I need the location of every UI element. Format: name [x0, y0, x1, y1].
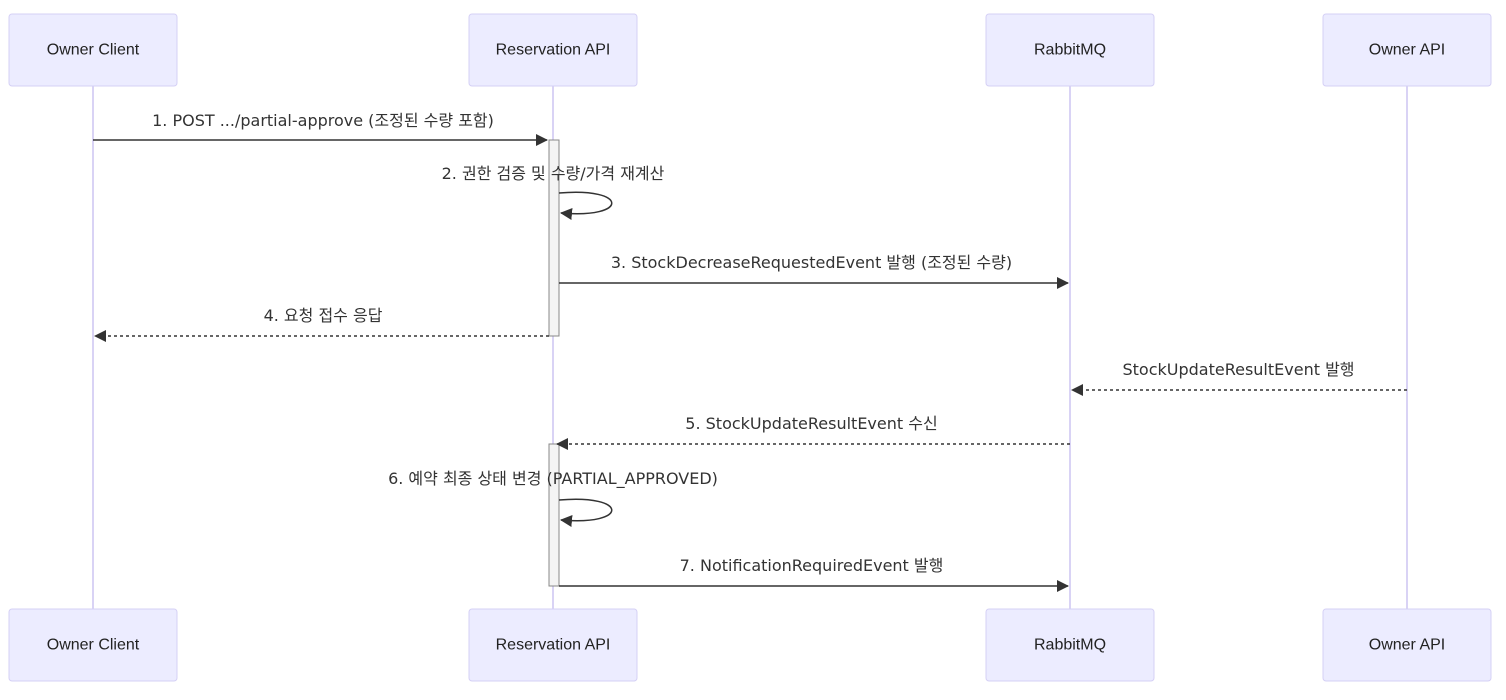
actor-label: Owner API: [1369, 42, 1445, 59]
actor-reservation-api-bottom[interactable]: Reservation API: [468, 608, 638, 682]
actor-label: Owner Client: [47, 42, 140, 59]
message-label: 7. NotificationRequiredEvent 발행: [680, 556, 944, 575]
actor-label: RabbitMQ: [1034, 637, 1106, 654]
message-1[interactable]: 1. POST .../partial-approve (조정된 수량 포함): [93, 111, 548, 146]
actor-box: [468, 608, 638, 682]
actor-reservation-api-top[interactable]: Reservation API: [468, 13, 638, 87]
message-label: 3. StockDecreaseRequestedEvent 발행 (조정된 수…: [611, 253, 1012, 272]
activation-bar: [548, 443, 560, 587]
message-5[interactable]: StockUpdateResultEvent 발행: [1071, 360, 1407, 396]
actor-owner-api-top[interactable]: Owner API: [1322, 13, 1492, 87]
message-label: StockUpdateResultEvent 발행: [1122, 360, 1354, 379]
actor-label: RabbitMQ: [1034, 42, 1106, 59]
actor-rabbitmq-bottom[interactable]: RabbitMQ: [985, 608, 1155, 682]
message-label: 4. 요청 접수 응답: [264, 306, 383, 325]
self-message-arrow: [558, 498, 613, 527]
actor-box: [1322, 608, 1492, 682]
actor-label: Reservation API: [496, 637, 611, 654]
actor-box: [1322, 13, 1492, 87]
actor-box: [985, 608, 1155, 682]
activation-bar: [548, 139, 560, 337]
actor-label: Reservation API: [496, 42, 611, 59]
message-4[interactable]: 4. 요청 접수 응답: [94, 306, 549, 342]
actor-label: Owner Client: [47, 637, 140, 654]
message-3[interactable]: 3. StockDecreaseRequestedEvent 발행 (조정된 수…: [559, 253, 1069, 289]
actor-box: [8, 608, 178, 682]
actor-rabbitmq-top[interactable]: RabbitMQ: [985, 13, 1155, 87]
actor-owner-client-top[interactable]: Owner Client: [8, 13, 178, 87]
message-label: 2. 권한 검증 및 수량/가격 재계산: [442, 164, 665, 183]
message-7[interactable]: 6. 예약 최종 상태 변경 (PARTIAL_APPROVED): [388, 469, 718, 527]
message-8[interactable]: 7. NotificationRequiredEvent 발행: [559, 556, 1069, 592]
message-2[interactable]: 2. 권한 검증 및 수량/가격 재계산: [442, 164, 665, 220]
message-label: 6. 예약 최종 상태 변경 (PARTIAL_APPROVED): [388, 469, 718, 489]
message-label: 1. POST .../partial-approve (조정된 수량 포함): [152, 111, 494, 130]
actor-box: [8, 13, 178, 87]
message-label: 5. StockUpdateResultEvent 수신: [685, 414, 937, 433]
message-6[interactable]: 5. StockUpdateResultEvent 수신: [556, 414, 1070, 450]
actor-label: Owner API: [1369, 637, 1445, 654]
self-message-arrow: [558, 191, 613, 220]
actor-owner-api-bottom[interactable]: Owner API: [1322, 608, 1492, 682]
actor-owner-client-bottom[interactable]: Owner Client: [8, 608, 178, 682]
actor-box: [985, 13, 1155, 87]
actor-box: [468, 13, 638, 87]
